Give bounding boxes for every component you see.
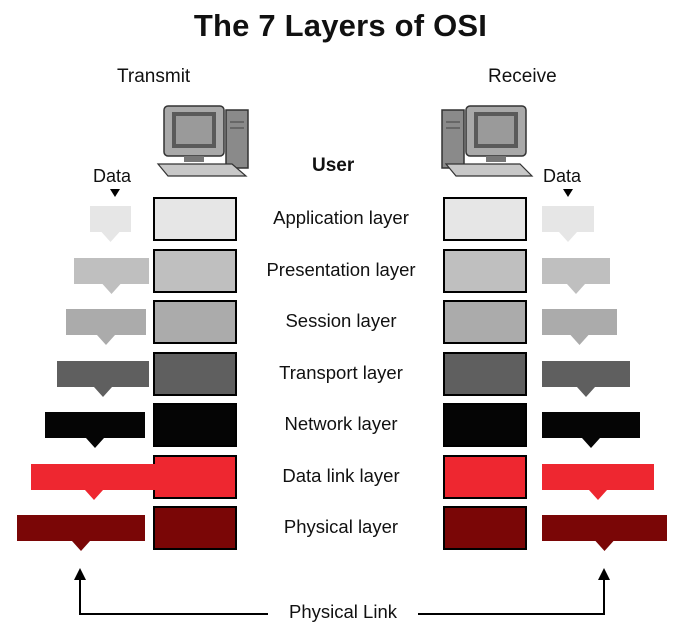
network-layer-label: Network layer <box>284 413 398 434</box>
receive-transport-layer-data-packet <box>542 361 630 397</box>
transmit-network-layer-data-packet <box>45 412 145 448</box>
presentation-layer-label: Presentation layer <box>266 259 416 280</box>
receive-session-layer-data-packet <box>542 309 617 345</box>
session-layer-label: Session layer <box>285 310 397 331</box>
transmit-data-link-layer-data-packet <box>31 464 157 500</box>
up-arrow-icon <box>74 568 86 580</box>
transmit-data-link-layer-box <box>153 455 237 499</box>
user-label: User <box>312 155 355 176</box>
receive-presentation-layer-box <box>443 249 527 293</box>
link-line-right <box>412 578 605 615</box>
receive-presentation-layer-data-packet <box>542 258 610 294</box>
down-arrow-icon <box>110 189 120 197</box>
receive-application-layer-data-packet <box>542 206 594 242</box>
transmit-transport-layer-data-packet <box>57 361 149 397</box>
receive-data-link-layer-box <box>443 455 527 499</box>
transmit-presentation-layer-data-packet <box>74 258 149 294</box>
transmit-application-layer-box <box>153 197 237 241</box>
up-arrow-icon <box>598 568 610 580</box>
physical-layer-label: Physical layer <box>283 516 399 537</box>
transmit-physical-layer-box <box>153 506 237 550</box>
data-label-receive: Data <box>543 166 582 186</box>
receive-network-layer-data-packet <box>542 412 640 448</box>
receive-data-link-layer-data-packet <box>542 464 654 500</box>
receive-label: Receive <box>488 66 557 87</box>
transmit-presentation-layer-box <box>153 249 237 293</box>
receive-application-layer-box <box>443 197 527 241</box>
transmit-label: Transmit <box>117 66 191 87</box>
transmit-physical-layer-data-packet <box>17 515 145 551</box>
data-link-layer-label: Data link layer <box>282 465 400 486</box>
transmit-session-layer-box <box>153 300 237 344</box>
transmit-application-layer-data-packet <box>90 206 131 242</box>
link-line-left <box>79 578 274 615</box>
transmit-network-layer-box <box>153 403 237 447</box>
transport-layer-label: Transport layer <box>279 362 403 383</box>
transmit-transport-layer-box <box>153 352 237 396</box>
data-label-transmit: Data <box>93 166 132 186</box>
physical-link-label: Physical Link <box>268 601 418 623</box>
diagram-title: The 7 Layers of OSI <box>193 8 488 43</box>
receive-network-layer-box <box>443 403 527 447</box>
receive-transport-layer-box <box>443 352 527 396</box>
application-layer-label: Application layer <box>273 207 409 228</box>
receive-physical-layer-box <box>443 506 527 550</box>
receive-computer-icon <box>441 105 534 177</box>
down-arrow-icon <box>563 189 573 197</box>
receive-session-layer-box <box>443 300 527 344</box>
transmit-computer-icon <box>156 105 249 177</box>
receive-physical-layer-data-packet <box>542 515 667 551</box>
transmit-session-layer-data-packet <box>66 309 146 345</box>
